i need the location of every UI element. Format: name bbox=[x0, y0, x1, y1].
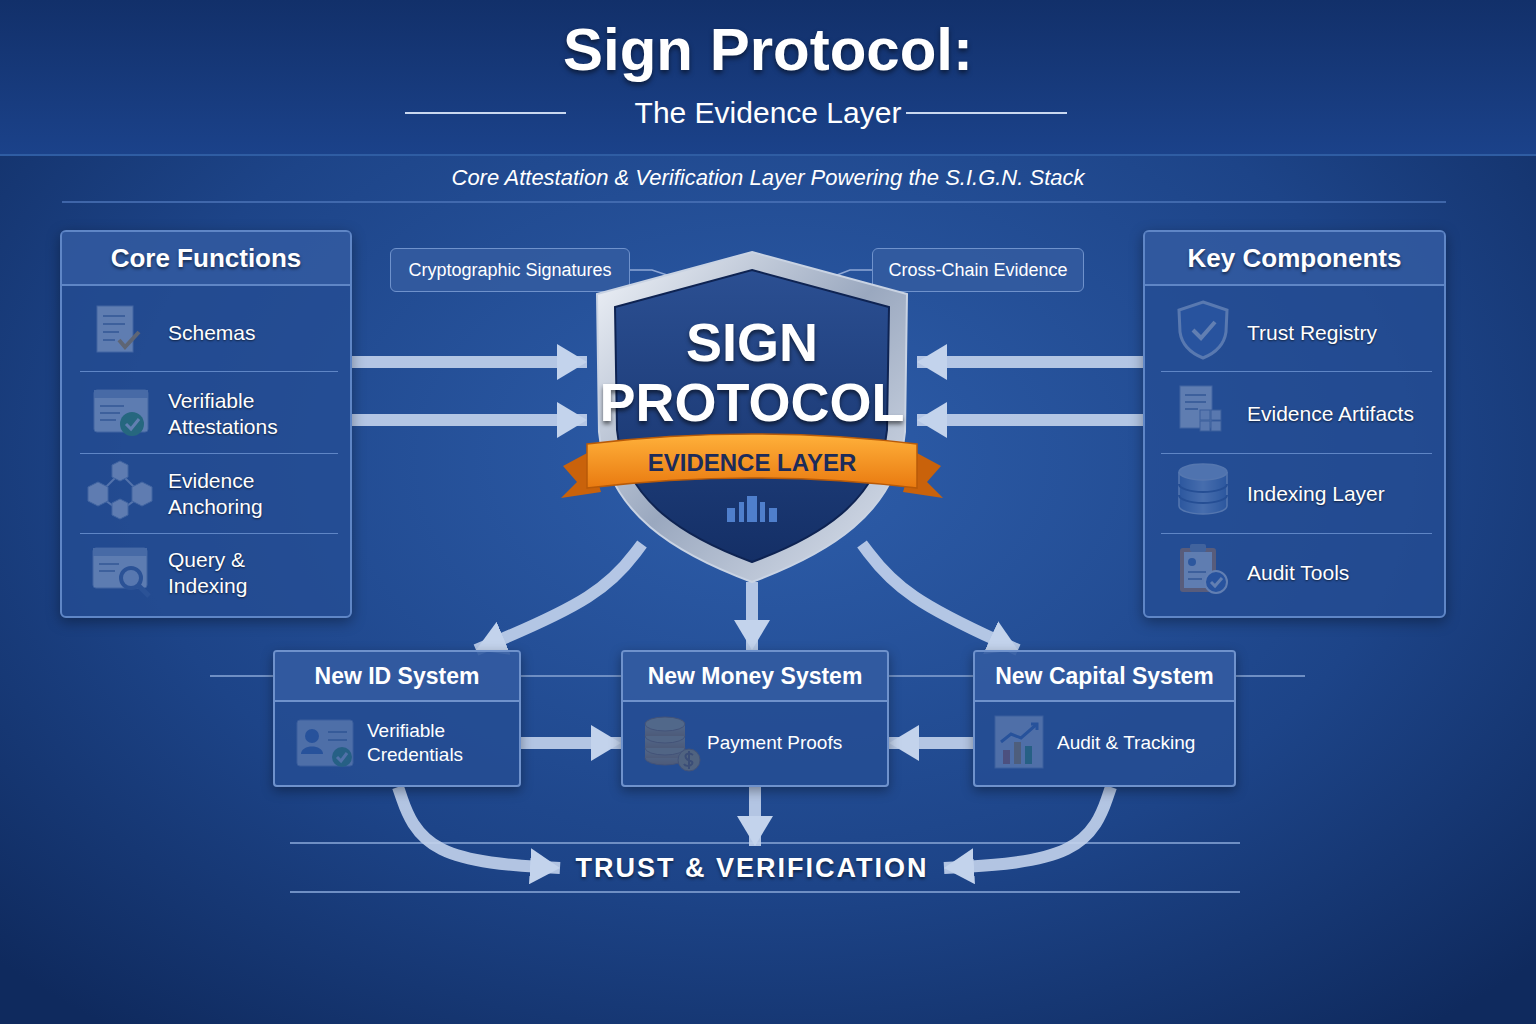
emblem-mark bbox=[760, 502, 765, 522]
list-item: Schemas bbox=[80, 294, 338, 372]
emblem-mark bbox=[769, 508, 777, 522]
shield-rim bbox=[597, 252, 907, 582]
ribbon bbox=[587, 434, 917, 488]
group-panel: Core FunctionsSchemasVerifiable Attestat… bbox=[60, 230, 352, 618]
system-box: New Capital SystemAudit & Tracking bbox=[973, 650, 1236, 787]
emblem-mark bbox=[739, 502, 744, 522]
subtitle-rule bbox=[405, 112, 566, 114]
result-band: TRUST & VERIFICATION bbox=[560, 846, 944, 890]
flow-arrow bbox=[862, 544, 1018, 650]
tag-box: Cross-Chain Evidence bbox=[872, 248, 1084, 292]
list-item: Evidence Artifacts bbox=[1161, 374, 1432, 454]
flow-arrow bbox=[746, 582, 758, 650]
flow-arrow bbox=[352, 356, 587, 368]
box-heading: New ID System bbox=[275, 652, 519, 702]
item-text: Evidence Anchoring bbox=[168, 454, 308, 533]
box-body: Verifiable Credentials bbox=[367, 700, 511, 785]
flow-arrow bbox=[476, 544, 642, 650]
subtitle-rule bbox=[906, 112, 1067, 114]
flow-arrow bbox=[398, 787, 560, 868]
header-band bbox=[0, 0, 1536, 155]
box-body: Audit & Tracking bbox=[1057, 700, 1226, 785]
ribbon-text: EVIDENCE LAYER bbox=[587, 442, 917, 484]
connector-line bbox=[837, 270, 872, 275]
emblem-mark bbox=[747, 496, 757, 522]
system-box: New Money SystemPayment Proofs bbox=[621, 650, 889, 787]
caption-line: Core Attestation & Verification Layer Po… bbox=[0, 163, 1536, 193]
box-body: Payment Proofs bbox=[707, 700, 879, 785]
group-panel: Key ComponentsTrust RegistryEvidence Art… bbox=[1143, 230, 1446, 618]
list-item: Audit Tools bbox=[1161, 534, 1432, 612]
item-text: Cross-Chain Evidence bbox=[873, 249, 1083, 291]
item-text: Schemas bbox=[168, 294, 308, 371]
flow-arrow bbox=[944, 787, 1111, 868]
item-text: Indexing Layer bbox=[1247, 454, 1424, 533]
list-item: Indexing Layer bbox=[1161, 454, 1432, 534]
item-text: Trust Registry bbox=[1247, 294, 1424, 371]
header-rule bbox=[0, 154, 1536, 156]
flow-arrow bbox=[352, 414, 587, 426]
panel-heading: Core Functions bbox=[62, 232, 350, 286]
item-text: Verifiable Attestations bbox=[168, 374, 308, 453]
list-item: Verifiable Attestations bbox=[80, 374, 338, 454]
flow-arrow bbox=[521, 737, 621, 749]
list-item: Trust Registry bbox=[1161, 294, 1432, 372]
list-item: Evidence Anchoring bbox=[80, 454, 338, 534]
flow-arrow bbox=[889, 737, 973, 749]
shield-emblem: SIGN PROTOCOL EVIDENCE LAYER bbox=[587, 252, 917, 582]
band-text: TRUST & VERIFICATION bbox=[560, 846, 944, 890]
item-text: Evidence Artifacts bbox=[1247, 374, 1424, 453]
list-item: Query & Indexing bbox=[80, 534, 338, 612]
flow-arrow bbox=[749, 787, 761, 846]
emblem-title: SIGN PROTOCOL bbox=[597, 312, 907, 432]
box-heading: New Money System bbox=[623, 652, 887, 702]
caption-rule bbox=[62, 201, 1446, 203]
system-box: New ID SystemVerifiable Credentials bbox=[273, 650, 521, 787]
item-text: Audit Tools bbox=[1247, 534, 1424, 612]
connector-line bbox=[630, 270, 667, 275]
flow-arrow bbox=[917, 356, 1143, 368]
title: Sign Protocol: bbox=[0, 14, 1536, 86]
box-heading: New Capital System bbox=[975, 652, 1234, 702]
subtitle: The Evidence Layer bbox=[0, 94, 1536, 132]
flow-arrow bbox=[917, 414, 1143, 426]
tag-box: Cryptographic Signatures bbox=[390, 248, 630, 292]
item-text: Query & Indexing bbox=[168, 534, 308, 612]
emblem-mark bbox=[727, 508, 735, 522]
panel-heading: Key Components bbox=[1145, 232, 1444, 286]
item-text: Cryptographic Signatures bbox=[391, 249, 629, 291]
